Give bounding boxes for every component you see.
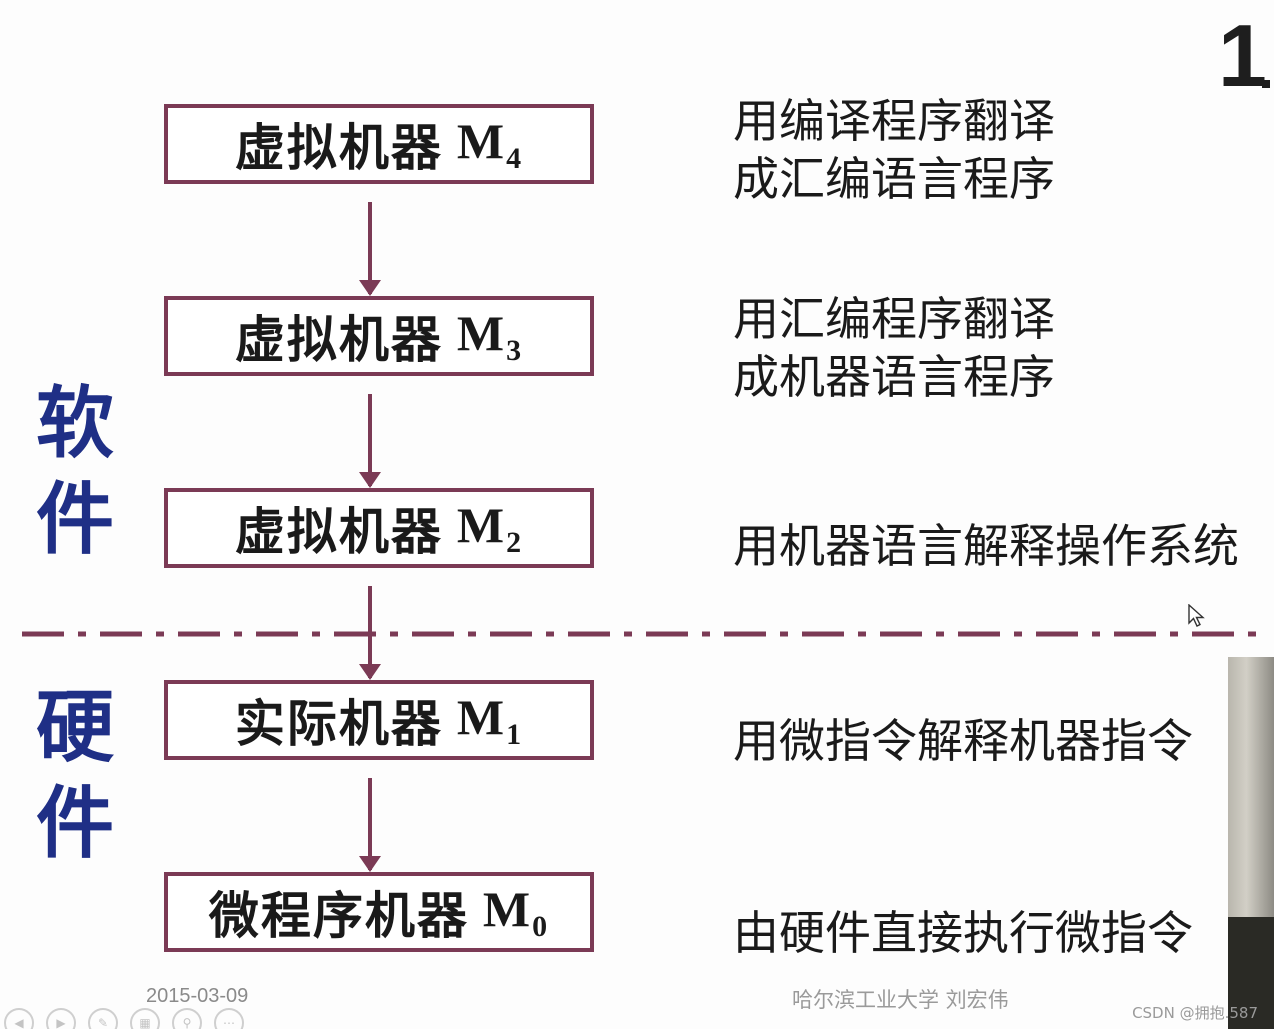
m4-description: 用编译程序翻译 成汇编语言程序 [733,92,1055,208]
m4-description-line2: 成汇编语言程序 [733,152,1055,206]
m4-description-line1: 用编译程序翻译 [733,94,1055,148]
slide-number-fragment: 1 [1218,6,1267,105]
microprogram-machine-m0-box: 微程序机器 M0 [164,872,594,952]
actual-machine-m1-box: 实际机器 M1 [164,680,594,760]
virtual-machine-m2-box: 虚拟机器 M2 [164,488,594,568]
next-slide-icon[interactable]: ▶ [46,1008,76,1029]
footer-author: 哈尔滨工业大学 刘宏伟 [792,988,1009,1012]
slideshow-controls: ◀ ▶ ✎ ▦ ⚲ ⋯ [4,1008,244,1029]
machine-id: M0 [483,880,549,944]
hardware-char-2: 件 [35,778,114,869]
machine-level: 2 [506,526,524,559]
m3-description-line2: 成机器语言程序 [733,350,1055,404]
machine-level: 1 [506,718,524,751]
virtual-machine-m4-box: 虚拟机器 M4 [164,104,594,184]
machine-letter: M [456,113,507,169]
zoom-icon[interactable]: ⚲ [172,1008,202,1029]
mouse-cursor-icon [1188,604,1205,627]
machine-letter: M [482,881,533,937]
box-name: 虚拟机器 [234,118,443,177]
hardware-char-1: 硬 [35,682,114,773]
machine-id: M1 [457,688,523,752]
software-label: 软 件 [30,376,120,568]
pen-icon[interactable]: ✎ [88,1008,118,1029]
box-name: 虚拟机器 [234,502,443,561]
machine-id: M4 [457,112,523,176]
m3-description-line1: 用汇编程序翻译 [733,292,1055,346]
video-overlay-dark-area [1228,917,1274,1029]
machine-level: 4 [506,142,524,175]
m2-description: 用机器语言解释操作系统 [733,519,1239,573]
arrow-m4-to-m3 [359,202,381,296]
arrow-m3-to-m2 [359,394,381,488]
software-hardware-divider [22,631,1270,637]
box-name: 微程序机器 [208,886,469,945]
more-options-icon[interactable]: ⋯ [214,1008,244,1029]
arrow-m1-to-m0 [359,778,381,872]
machine-level: 3 [506,334,524,367]
m3-description: 用汇编程序翻译 成机器语言程序 [733,290,1055,406]
machine-id: M2 [457,496,523,560]
video-overlay-strip [1228,657,1274,1029]
machine-letter: M [456,305,507,361]
footer-date: 2015-03-09 [146,985,249,1007]
previous-slide-icon[interactable]: ◀ [4,1008,34,1029]
machine-letter: M [456,497,507,553]
machine-letter: M [456,689,507,745]
software-char-1: 软 [35,378,114,469]
software-char-2: 件 [35,474,114,565]
hardware-label: 硬 件 [30,680,120,872]
box-name: 实际机器 [234,694,443,753]
slides-icon[interactable]: ▦ [130,1008,160,1029]
slide-number-dot [1262,80,1270,88]
m0-description: 由硬件直接执行微指令 [733,906,1193,960]
virtual-machine-m3-box: 虚拟机器 M3 [164,296,594,376]
csdn-watermark: CSDN @拥抱.587 [1132,1004,1258,1022]
box-name: 虚拟机器 [234,310,443,369]
machine-id: M3 [457,304,523,368]
machine-level: 0 [532,910,550,943]
m1-description: 用微指令解释机器指令 [733,714,1193,768]
